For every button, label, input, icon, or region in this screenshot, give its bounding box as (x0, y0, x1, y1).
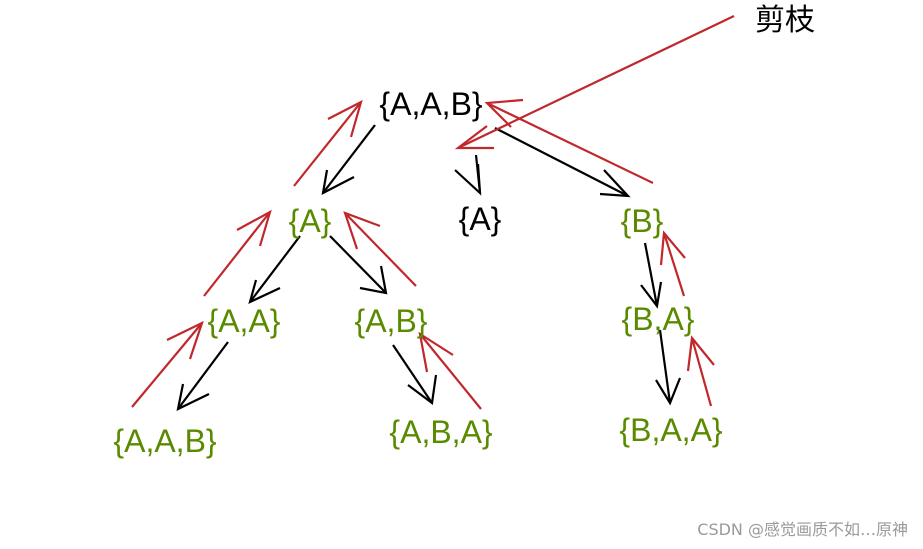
search-arrow-aa-to-aab (177, 341, 229, 410)
node-baa: {B,A,A} (619, 412, 723, 448)
backtrack-arrow-aab-to-aa (131, 322, 203, 408)
backtrack-arrow-ab-to-a (344, 212, 417, 287)
search-arrow-ba-to-baa-head (655, 377, 682, 406)
search-arrow-root-to-b (494, 127, 629, 197)
search-arrow-a-to-aa (249, 235, 301, 303)
backtrack-arrow-aab-to-aa-head (166, 320, 204, 360)
search-arrow-root-to-b-head (599, 169, 631, 198)
backtrack-arrow-a-to-root-head (327, 99, 363, 138)
search-arrow-ab-to-aba-head (407, 374, 438, 405)
search-arrow-a-to-ab-head (359, 265, 388, 295)
node-ab: {A,B} (355, 303, 428, 339)
node-aba: {A,B,A} (389, 414, 493, 450)
backtrack-arrow-b-to-root (486, 102, 654, 184)
search-arrow-a-to-aa-head (248, 279, 281, 305)
node-aab: {A,A,B} (113, 423, 217, 459)
search-arrow-b-to-ba-head (640, 281, 663, 309)
search-arrows (176, 124, 682, 411)
search-arrow-aa-to-aab-head (176, 383, 210, 411)
backtrack-arrow-ba-to-b (662, 232, 686, 297)
search-arrow-ba-to-baa (658, 329, 672, 404)
search-arrow-a-to-ab (329, 235, 387, 294)
tree-nodes: {A,A,B} {A} {A} {B} {A,A} {A,B} {B,A} {A… (113, 86, 723, 459)
node-a-pruned: {A} (459, 201, 502, 237)
backtrack-arrow-a-to-root (293, 101, 362, 187)
search-arrow-root-to-a (322, 124, 376, 194)
node-a: {A} (289, 203, 332, 239)
prune-pointer-arrow-head (454, 125, 494, 150)
node-aa: {A,A} (208, 303, 281, 339)
node-ba: {B,A} (622, 301, 695, 337)
backtrack-arrow-aa-to-a-head (236, 209, 272, 247)
prune-label: 剪枝 (755, 3, 815, 38)
backtrack-arrow-ba-to-b-head (659, 230, 686, 266)
backtrack-arrow-ab-to-a-head (343, 211, 381, 250)
node-b: {B} (621, 203, 664, 239)
watermark: CSDN @感觉画质不如…原神 (697, 520, 908, 539)
search-arrow-ab-to-aba (392, 344, 433, 404)
backtrack-arrow-aba-to-ab (419, 333, 482, 410)
backtrack-arrow-baa-to-ba (690, 337, 713, 407)
backtrack-arrow-aa-to-a (203, 211, 271, 297)
backtrack-arrow-b-to-root-head (484, 98, 524, 128)
search-arrow-root-to-a-head (321, 169, 355, 195)
backtrack-arrows (131, 15, 735, 410)
node-root: {A,A,B} (379, 86, 483, 122)
prune-pointer-arrow (457, 15, 735, 149)
backtrack-arrow-aba-to-ab-head (418, 331, 454, 373)
search-arrow-b-to-ba (643, 242, 659, 307)
backtrack-arrow-baa-to-ba-head (686, 335, 715, 372)
search-arrow-root-to-a-pruned-head (454, 163, 482, 196)
